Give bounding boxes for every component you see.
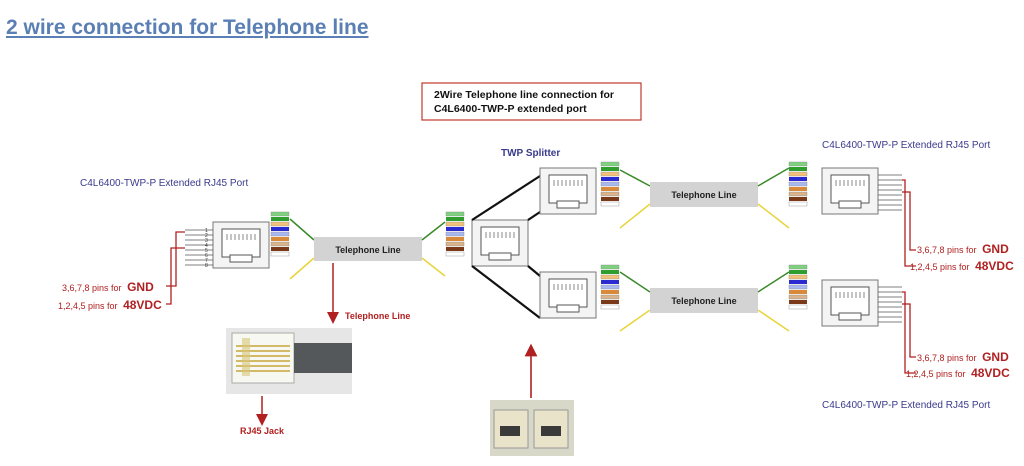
right-top-power-bracket [902, 179, 916, 267]
caption-line-2: C4L6400-TWP-P extended port [434, 103, 587, 115]
splitter-photo [490, 400, 574, 456]
caption-box: 2Wire Telephone line connection for C4L6… [421, 82, 642, 121]
right-top-pin-rows [878, 174, 902, 211]
svg-text:6: 6 [205, 253, 208, 259]
right-top-wire-stack [788, 161, 808, 207]
svg-text:1,2,4,5 pins for 48VDC: 1,2,4,5 pins for 48VDC [58, 298, 162, 312]
splitter-label: TWP Splitter [501, 148, 560, 159]
splitter-input-wire-stack [445, 211, 465, 257]
rj45-plug-photo [226, 328, 352, 394]
telephone-line-bottom: Telephone Line [619, 271, 790, 332]
splitter-bottom-port [539, 271, 597, 319]
left-port-label: C4L6400-TWP-P Extended RJ45 Port [80, 178, 248, 189]
svg-text:2: 2 [205, 233, 208, 239]
splitter-input-port [471, 219, 529, 267]
rj45-jack-label: RJ45 Jack [240, 426, 285, 436]
right-top-port-label: C4L6400-TWP-P Extended RJ45 Port [822, 140, 990, 151]
right-top-vdc-value: 48VDC [975, 259, 1014, 273]
telephone-line-top: Telephone Line [619, 167, 790, 229]
left-pin-rows [185, 229, 213, 266]
left-rj45-port [212, 221, 270, 269]
svg-text:8: 8 [205, 263, 208, 269]
right-top-gnd-value: GND [982, 242, 1009, 256]
down-arrow-telephone: Telephone Line [327, 263, 410, 324]
right-top-vdc-prefix: 1,2,4,5 pins for [910, 262, 970, 272]
right-bottom-pin-rows [878, 286, 902, 323]
down-arrow-jack: RJ45 Jack [240, 396, 285, 436]
left-gnd-prefix: 3,6,7,8 pins for [62, 283, 122, 293]
right-bottom-power-bracket [902, 291, 916, 374]
svg-text:7: 7 [205, 258, 208, 264]
right-bottom-gnd-prefix: 3,6,7,8 pins for [917, 353, 977, 363]
right-bottom-vdc-prefix: 1,2,4,5 pins for [906, 369, 966, 379]
left-gnd-value: GND [127, 280, 154, 294]
telephone-line-main: Telephone Line [289, 218, 446, 280]
telephone-line-top-label: Telephone Line [671, 190, 736, 200]
page-title: 2 wire connection for Telephone line [6, 16, 369, 39]
splitter-top-wire-stack [600, 161, 620, 207]
svg-text:3,6,7,8 pins for GND: 3,6,7,8 pins for GND [917, 242, 1009, 256]
splitter-top-port [539, 167, 597, 215]
svg-text:1,2,4,5 pins for 48VDC: 1,2,4,5 pins for 48VDC [906, 366, 1010, 380]
right-top-rj45-port [821, 167, 879, 215]
splitter-bottom-wire-stack [600, 264, 620, 310]
svg-text:3: 3 [205, 238, 208, 244]
right-bottom-vdc-value: 48VDC [971, 366, 1010, 380]
svg-text:3,6,7,8 pins for GND: 3,6,7,8 pins for GND [62, 280, 154, 294]
right-bottom-rj45-port [821, 279, 879, 327]
telephone-line-bottom-label: Telephone Line [671, 296, 736, 306]
svg-text:1: 1 [205, 228, 208, 234]
svg-text:3,6,7,8 pins for GND: 3,6,7,8 pins for GND [917, 350, 1009, 364]
svg-text:5: 5 [205, 248, 208, 254]
left-pin-numbers: 1 2 3 4 5 6 7 8 [205, 228, 208, 269]
left-wire-stack [270, 211, 290, 257]
right-top-gnd-prefix: 3,6,7,8 pins for [917, 245, 977, 255]
splitter-branches [471, 175, 541, 319]
svg-text:1,2,4,5 pins for 48VDC: 1,2,4,5 pins for 48VDC [910, 259, 1014, 273]
left-vdc-value: 48VDC [123, 298, 162, 312]
right-bottom-wire-stack [788, 264, 808, 310]
svg-text:4: 4 [205, 243, 208, 249]
left-vdc-prefix: 1,2,4,5 pins for [58, 301, 118, 311]
telephone-line-main-label: Telephone Line [335, 245, 400, 255]
right-bottom-port-label: C4L6400-TWP-P Extended RJ45 Port [822, 400, 990, 411]
telephone-line-arrow-label: Telephone Line [345, 311, 410, 321]
left-power-bracket [166, 231, 185, 305]
caption-line-1: 2Wire Telephone line connection for [434, 89, 614, 101]
right-bottom-gnd-value: GND [982, 350, 1009, 364]
